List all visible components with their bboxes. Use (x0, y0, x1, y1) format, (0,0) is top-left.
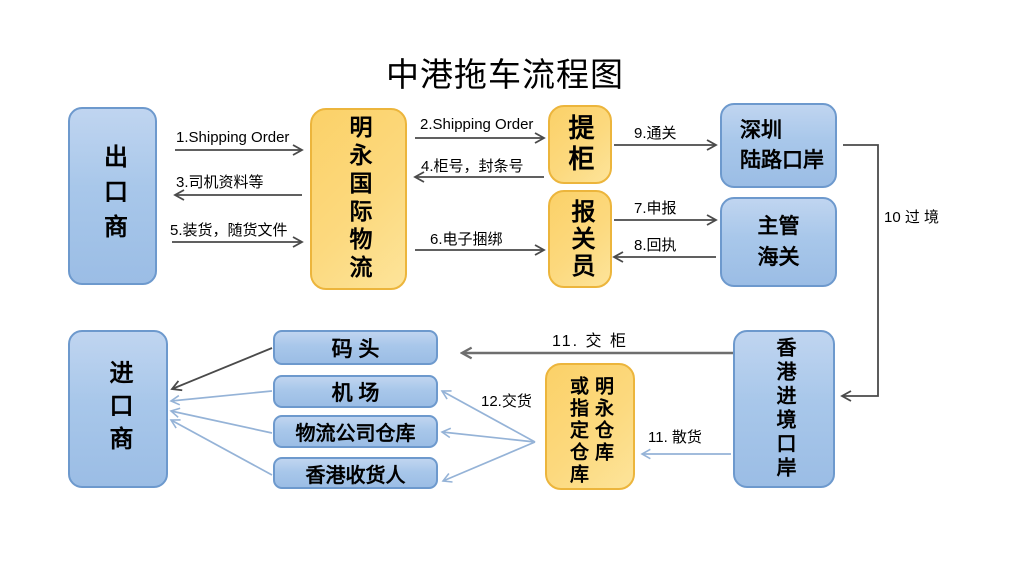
label-step12-deliver-goods: 12.交货 (481, 393, 532, 410)
box-importer-label: 进口商 (105, 359, 132, 459)
box-supervising-customs-label: 主管 海关 (757, 215, 800, 269)
box-importer: 进口商 (68, 330, 168, 488)
label-step2: 2.Shipping Order (420, 116, 534, 133)
box-logistics-company-warehouse-label: 物流公司仓库 (295, 423, 416, 445)
box-mingyong-warehouse: 或指定仓库 明永仓库 (545, 363, 635, 490)
box-container-pickup: 提柜 (548, 105, 612, 184)
label-step1: 1.Shipping Order (176, 129, 290, 146)
box-mingyong-logistics-label: 明永国际物流 (346, 115, 372, 283)
arrow-warehouse-to-importer (169, 407, 273, 434)
box-pier: 码 头 (273, 330, 438, 365)
box-hk-consignee-label: 香港收货人 (305, 464, 406, 487)
label-step11-deliver-container: 11. 交 柜 (552, 333, 628, 350)
arrow-step10-transit (840, 144, 879, 402)
diagram-title: 中港拖车流程图 (386, 58, 624, 94)
label-step9: 9.通关 (634, 125, 677, 142)
arrow-step12-to-logistics-warehouse (440, 427, 536, 443)
label-step3: 3.司机资料等 (176, 174, 264, 191)
label-step4: 4.柜号，封条号 (421, 158, 524, 175)
arrow-step12-to-consignee (441, 441, 536, 483)
box-container-pickup-label: 提柜 (565, 113, 595, 176)
box-customs-broker-label: 报关员 (567, 198, 594, 280)
box-mingyong-warehouse-label-right: 明永仓库 (592, 376, 613, 464)
box-logistics-company-warehouse: 物流公司仓库 (273, 415, 438, 448)
box-hk-consignee: 香港收货人 (273, 457, 438, 489)
box-hk-entry-port-label: 香港进境口岸 (773, 337, 795, 481)
box-shenzhen-land-port: 深圳 陆路口岸 (720, 103, 837, 188)
box-airport-label: 机 场 (331, 381, 380, 405)
label-step10-transit: 10 过 境 (884, 209, 940, 226)
box-mingyong-warehouse-columns: 或指定仓库 明永仓库 (567, 376, 613, 486)
box-hk-entry-port: 香港进境口岸 (733, 330, 835, 488)
label-step11-loose-cargo: 11. 散货 (648, 429, 702, 446)
box-airport: 机 场 (273, 375, 438, 408)
box-pier-label: 码 头 (331, 337, 380, 361)
box-shenzhen-land-port-label: 深圳 陆路口岸 (740, 118, 824, 172)
arrow-consignee-to-importer (169, 419, 273, 476)
box-exporter-label: 出口商 (99, 143, 127, 249)
box-mingyong-warehouse-label-left: 或指定仓库 (567, 376, 588, 486)
box-exporter: 出口商 (68, 107, 157, 285)
box-mingyong-logistics: 明永国际物流 (310, 108, 407, 290)
label-step8: 8.回执 (634, 237, 677, 254)
arrow-airport-to-importer (169, 390, 273, 406)
arrow-pier-to-importer (170, 347, 273, 392)
label-step7: 7.申报 (634, 200, 677, 217)
label-step6: 6.电子捆绑 (430, 231, 503, 248)
box-customs-broker: 报关员 (548, 190, 612, 288)
box-supervising-customs: 主管 海关 (720, 197, 837, 287)
label-step5: 5.装货，随货文件 (170, 222, 288, 239)
